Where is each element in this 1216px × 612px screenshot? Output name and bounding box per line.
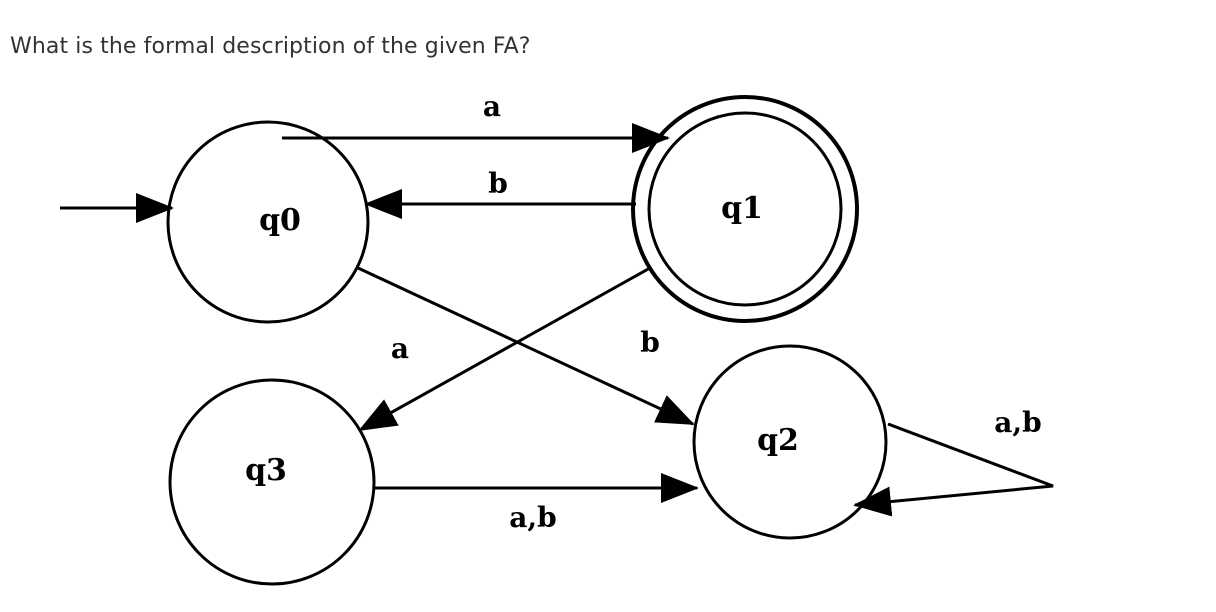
transition-q1-q0-label: b xyxy=(488,167,508,200)
transition-q1-q3: a xyxy=(358,266,651,432)
state-q1: q1 xyxy=(631,95,859,323)
transition-q3-q2-label: a,b xyxy=(509,501,556,534)
transition-q2-self-loop: a,b xyxy=(853,406,1054,517)
state-q2: q2 xyxy=(692,344,888,540)
transition-q0-q1-label: a xyxy=(483,90,501,123)
state-q1-label: q1 xyxy=(721,191,763,226)
transition-q3-q2: a,b xyxy=(374,473,699,534)
state-q0: q0 xyxy=(166,120,370,324)
transition-q1-q0: b xyxy=(364,167,636,219)
state-q2-label: q2 xyxy=(757,423,799,458)
question-text: What is the formal description of the gi… xyxy=(10,34,531,59)
state-q3-label: q3 xyxy=(245,453,287,488)
state-q3: q3 xyxy=(168,378,376,586)
transition-q0-q2-label: b xyxy=(640,326,660,359)
transition-q0-q2: b xyxy=(357,266,695,426)
state-q0-label: q0 xyxy=(259,203,301,238)
transition-q0-q1: a xyxy=(282,90,670,153)
transition-q2-self-loop-label: a,b xyxy=(994,406,1041,439)
transition-q1-q3-label: a xyxy=(391,332,409,365)
